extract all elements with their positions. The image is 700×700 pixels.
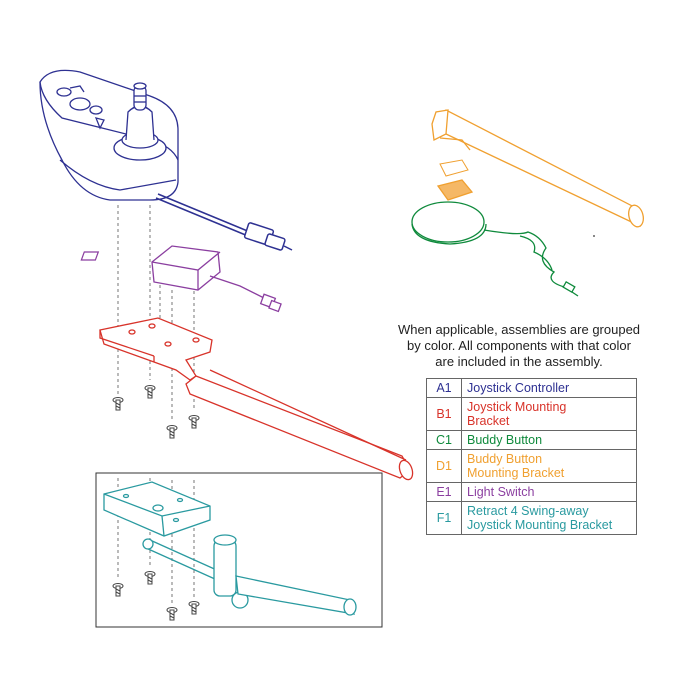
legend-text: Light Switch xyxy=(467,485,535,499)
legend-text: Buddy Button xyxy=(467,452,543,466)
legend-row-d1: D1 Buddy Button Mounting Bracket xyxy=(426,449,637,483)
legend-description: Buddy Button xyxy=(461,430,637,450)
legend-row-b1: B1 Joystick Mounting Bracket xyxy=(426,397,637,431)
note-line: are included in the assembly. xyxy=(435,354,603,369)
swing-away-inset-frame xyxy=(95,472,383,628)
assembly-color-note: When applicable, assemblies are grouped … xyxy=(388,322,650,370)
mounting-screws xyxy=(112,385,200,621)
stray-dot xyxy=(593,235,595,237)
legend-row-e1: E1 Light Switch xyxy=(426,482,637,502)
buddy-button xyxy=(411,201,579,297)
legend-description: Joystick Controller xyxy=(461,378,637,398)
legend-text: Buddy Button xyxy=(467,433,543,447)
legend-text: Bracket xyxy=(467,414,510,428)
swing-away-mounting-bracket xyxy=(103,481,357,616)
joystick-cable xyxy=(155,193,293,251)
note-line: by color. All components with that color xyxy=(406,338,631,353)
legend-description: Retract 4 Swing-away Joystick Mounting B… xyxy=(461,501,637,535)
legend-code: C1 xyxy=(426,430,462,450)
legend-code: F1 xyxy=(426,501,462,535)
legend-text: Mounting Bracket xyxy=(467,466,565,480)
legend-description: Joystick Mounting Bracket xyxy=(461,397,637,431)
legend-code: A1 xyxy=(426,378,462,398)
legend-row-f1: F1 Retract 4 Swing-away Joystick Mountin… xyxy=(426,501,637,535)
legend-description: Buddy Button Mounting Bracket xyxy=(461,449,637,483)
light-switch xyxy=(80,245,282,313)
assembly-legend-table: A1 Joystick Controller B1 Joystick Mount… xyxy=(426,378,637,535)
legend-text: Retract 4 Swing-away xyxy=(467,504,589,518)
note-line: When applicable, assemblies are grouped xyxy=(397,322,641,337)
legend-description: Light Switch xyxy=(461,482,637,502)
joystick-controller xyxy=(39,69,179,201)
legend-text: Joystick Mounting xyxy=(467,400,567,414)
legend-code: B1 xyxy=(426,397,462,431)
buddy-button-mounting-bracket xyxy=(431,109,644,228)
legend-code: E1 xyxy=(426,482,462,502)
legend-text: Joystick Controller xyxy=(467,381,570,395)
legend-row-a1: A1 Joystick Controller xyxy=(426,378,637,398)
joystick-mounting-bracket xyxy=(99,317,414,481)
legend-text: Joystick Mounting Bracket xyxy=(467,518,613,532)
legend-row-c1: C1 Buddy Button xyxy=(426,430,637,450)
legend-code: D1 xyxy=(426,449,462,483)
